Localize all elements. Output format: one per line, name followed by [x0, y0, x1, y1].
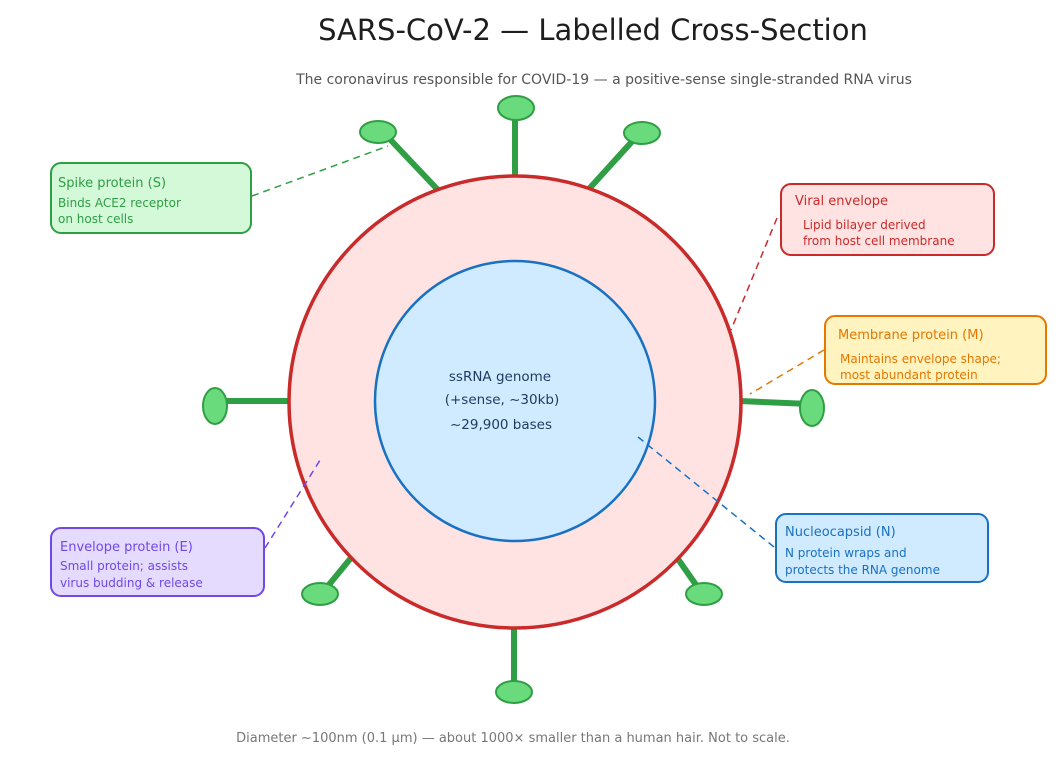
spike-stem-top-right: [585, 133, 640, 193]
core-label-line3: ~29,900 bases: [450, 417, 552, 433]
rna-core-circle: [373, 259, 657, 543]
label-viral-envelope: Viral envelope Lipid bilayer derived fro…: [780, 183, 995, 256]
leader-line-membrane: [749, 349, 825, 395]
page-title: SARS-CoV-2 — Labelled Cross-Section: [318, 13, 868, 47]
leader-line-nucleocapsid: [637, 436, 775, 548]
label-membrane-line2: most abundant protein: [840, 368, 978, 382]
label-membrane-line1: Maintains envelope shape;: [840, 352, 1001, 366]
core-label-line1: ssRNA genome: [449, 369, 551, 385]
label-membrane-box: [824, 315, 1047, 385]
label-nucleocapsid-line2: protects the RNA genome: [785, 563, 940, 577]
label-nucleocapsid-box: [775, 513, 989, 583]
label-eprotein-title: Envelope protein (E): [60, 540, 193, 555]
page-subtitle: The coronavirus responsible for COVID-19…: [295, 72, 912, 88]
spike-head-bottom-left: [301, 582, 339, 606]
label-envelope-line2: from host cell membrane: [803, 234, 955, 248]
leader-line-spike: [251, 145, 389, 197]
spike-head-right: [799, 389, 825, 427]
spike-head-top-left: [359, 120, 397, 144]
spike-head-left: [202, 387, 228, 425]
leader-line-eprotein: [264, 456, 323, 549]
spike-stem-right: [737, 398, 813, 407]
label-eprotein-line2: virus budding & release: [60, 576, 203, 590]
label-eprotein-box: [50, 527, 265, 597]
label-spike-line1: Binds ACE2 receptor: [58, 196, 181, 210]
spike-heads: [202, 95, 825, 704]
core-label-line2: (+sense, ~30kb): [445, 392, 560, 408]
label-spike-title: Spike protein (S): [58, 176, 166, 191]
label-membrane-protein: Membrane protein (M) Maintains envelope …: [824, 315, 1047, 385]
spike-stem-top-left: [382, 131, 441, 193]
label-spike-protein: Spike protein (S) Binds ACE2 receptor on…: [50, 162, 252, 234]
spike-head-bottom-right: [685, 582, 723, 606]
spike-head-top: [497, 95, 535, 121]
label-nucleocapsid-title: Nucleocapsid (N): [785, 525, 896, 540]
label-envelope-box: [780, 183, 995, 256]
label-nucleocapsid: Nucleocapsid (N) N protein wraps and pro…: [775, 513, 989, 583]
label-envelope-line1: Lipid bilayer derived: [803, 218, 926, 232]
spike-head-top-right: [623, 121, 661, 145]
leader-line-envelope: [730, 217, 778, 331]
label-spike-box: [50, 162, 252, 234]
label-eprotein-line1: Small protein; assists: [60, 559, 188, 573]
label-membrane-title: Membrane protein (M): [838, 328, 984, 343]
footer-note: Diameter ~100nm (0.1 µm) — about 1000× s…: [236, 731, 790, 746]
label-spike-line2: on host cells: [58, 212, 133, 226]
label-envelope-protein: Envelope protein (E) Small protein; assi…: [50, 527, 265, 597]
spike-head-bottom: [495, 680, 533, 704]
label-nucleocapsid-line1: N protein wraps and: [785, 546, 907, 560]
label-envelope-title: Viral envelope: [795, 194, 888, 209]
leader-lines: [251, 145, 825, 549]
